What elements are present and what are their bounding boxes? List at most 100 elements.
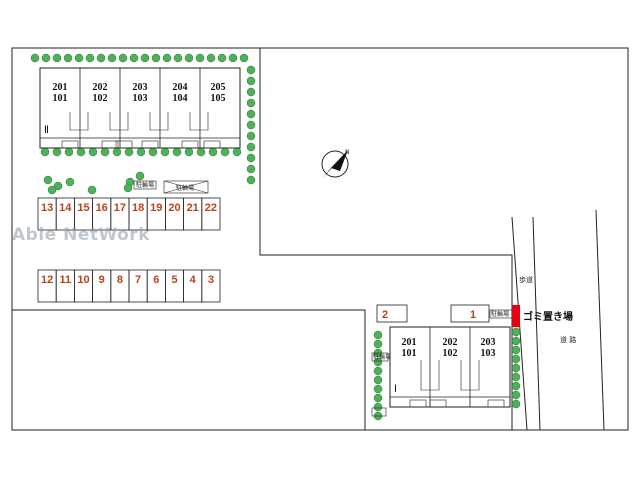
svg-text:101: 101 bbox=[53, 93, 68, 104]
tree-icon bbox=[511, 390, 521, 400]
svg-text:202: 202 bbox=[443, 337, 458, 348]
tree-icon bbox=[246, 153, 256, 163]
tree-icon bbox=[246, 120, 256, 130]
svg-text:N: N bbox=[345, 149, 350, 156]
parking-slot-label: 15 bbox=[77, 202, 89, 214]
tree-icon bbox=[246, 142, 256, 152]
tree-icon bbox=[511, 372, 521, 382]
tree-icon bbox=[41, 53, 51, 63]
parking-slot bbox=[201, 269, 221, 303]
tree-icon bbox=[373, 366, 383, 376]
tree-icon bbox=[43, 175, 53, 185]
svg-text:102: 102 bbox=[93, 93, 108, 104]
tree-icon bbox=[47, 185, 57, 195]
parking-slot-label: 11 bbox=[59, 274, 71, 286]
unit-label: 203 103 bbox=[481, 337, 496, 359]
svg-text:駐輪場: 駐輪場 bbox=[373, 353, 391, 361]
parking-slot-label: 8 bbox=[117, 274, 123, 286]
unit-label: 203 103 bbox=[133, 82, 148, 104]
tree-icon bbox=[100, 147, 110, 157]
tree-icon bbox=[511, 336, 521, 346]
svg-text:101: 101 bbox=[402, 348, 417, 359]
tree-icon bbox=[246, 76, 256, 86]
parking-slot-label: 14 bbox=[59, 202, 72, 214]
parking-slot-label: 6 bbox=[153, 274, 159, 286]
tree-icon bbox=[220, 147, 230, 157]
svg-text:駐輪場: 駐輪場 bbox=[136, 181, 154, 189]
tree-icon bbox=[373, 357, 383, 367]
tree-icon bbox=[172, 147, 182, 157]
tree-icon bbox=[195, 53, 205, 63]
parking-slot-label: 9 bbox=[99, 274, 105, 286]
tree-icon bbox=[63, 53, 73, 63]
tree-icon bbox=[74, 53, 84, 63]
tree-icon bbox=[246, 65, 256, 75]
svg-text:駐輪場: 駐輪場 bbox=[491, 310, 509, 318]
tree-icon bbox=[228, 53, 238, 63]
parking-slot-label: 22 bbox=[205, 202, 217, 214]
unit-label: 202 102 bbox=[443, 337, 458, 359]
tree-icon bbox=[135, 171, 145, 181]
tree-icon bbox=[246, 175, 256, 185]
tree-icon bbox=[208, 147, 218, 157]
tree-icon bbox=[129, 53, 139, 63]
svg-text:205: 205 bbox=[211, 82, 226, 93]
tree-icon bbox=[511, 399, 521, 409]
tree-icon bbox=[217, 53, 227, 63]
tree-icon bbox=[107, 53, 117, 63]
parking-slot-label: 12 bbox=[41, 274, 53, 286]
parking-slot-label: 4 bbox=[190, 274, 197, 286]
svg-text:203: 203 bbox=[133, 82, 148, 93]
outer-frame-top bbox=[260, 47, 629, 431]
parking-slot-label: 18 bbox=[132, 202, 144, 214]
unit-label: 202 102 bbox=[93, 82, 108, 104]
unit-label: 201 101 bbox=[53, 82, 68, 104]
tree-icon bbox=[373, 339, 383, 349]
tree-icon bbox=[160, 147, 170, 157]
tree-icon bbox=[511, 363, 521, 373]
svg-text:駐輪場: 駐輪場 bbox=[176, 184, 194, 192]
tree-icon bbox=[64, 147, 74, 157]
tree-icon bbox=[53, 181, 63, 191]
svg-text:204: 204 bbox=[173, 82, 188, 93]
unit-label: 201 101 bbox=[402, 337, 417, 359]
tree-icon bbox=[373, 330, 383, 340]
parking-slot-label: 13 bbox=[41, 202, 53, 214]
sidewalk-label: 歩道 bbox=[519, 275, 533, 284]
svg-text:201: 201 bbox=[402, 337, 417, 348]
parking-slot-label: 19 bbox=[150, 202, 162, 214]
building-south-label: Ⅰ bbox=[394, 384, 397, 395]
bike-parking-south-left: 駐輪場 bbox=[371, 352, 391, 417]
tree-icon bbox=[88, 147, 98, 157]
tree-icon bbox=[246, 164, 256, 174]
svg-text:203: 203 bbox=[481, 337, 496, 348]
parking-slot-label: 3 bbox=[208, 274, 214, 286]
unit-label: 205 105 bbox=[211, 82, 226, 104]
tree-icon bbox=[511, 381, 521, 391]
tree-icon bbox=[196, 147, 206, 157]
tree-icon bbox=[40, 147, 50, 157]
tree-icon bbox=[511, 345, 521, 355]
parking-slot-label: 17 bbox=[114, 202, 126, 214]
tree-icon bbox=[76, 147, 86, 157]
tree-icon bbox=[112, 147, 122, 157]
tree-icon bbox=[118, 53, 128, 63]
watermark: Able NetWork bbox=[12, 225, 150, 245]
tree-icon bbox=[30, 53, 40, 63]
garbage-area: ゴミ置き場 bbox=[512, 305, 573, 327]
parking-slot-label: 2 bbox=[382, 309, 388, 321]
tree-icon bbox=[148, 147, 158, 157]
tree-icon bbox=[184, 147, 194, 157]
parking-slot bbox=[201, 197, 221, 231]
tree-icon bbox=[136, 147, 146, 157]
svg-text:105: 105 bbox=[211, 93, 226, 104]
unit-label: 204 104 bbox=[173, 82, 188, 104]
tree-icon bbox=[246, 109, 256, 119]
tree-icon bbox=[246, 98, 256, 108]
tree-icon bbox=[206, 53, 216, 63]
bike-parking-north: 駐輪場 駐輪場 bbox=[133, 180, 209, 194]
parking-slot-label: 16 bbox=[96, 202, 108, 214]
